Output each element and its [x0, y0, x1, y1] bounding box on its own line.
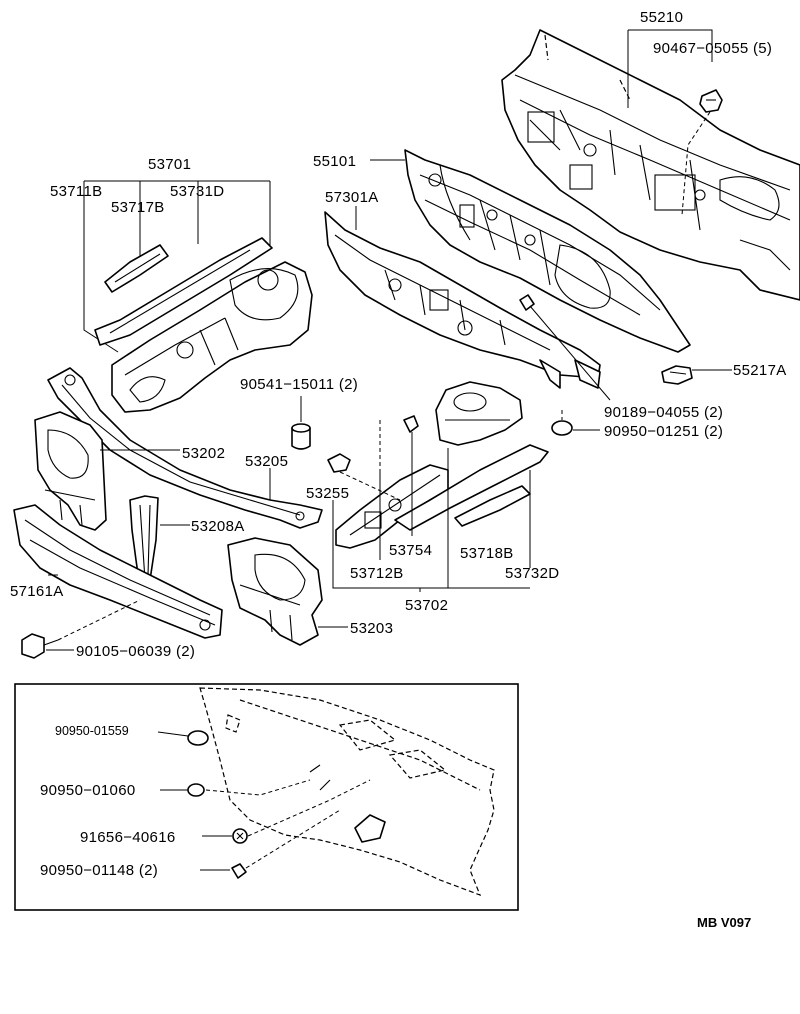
label-53701: 53701 — [148, 156, 191, 173]
label-90189-04055: 90189−04055 (2) — [604, 404, 723, 421]
label-53205: 53205 — [245, 453, 288, 470]
label-53732D: 53732D — [505, 565, 559, 582]
lower-crossmember-57161A[interactable] — [13, 504, 223, 639]
cowl-bracket-57301A[interactable] — [324, 211, 601, 389]
label-90105-06039: 90105−06039 (2) — [76, 643, 195, 660]
label-90950-01251: 90950−01251 (2) — [604, 423, 723, 440]
label-53712B: 53712B — [350, 565, 404, 582]
fender-apron-53711B[interactable] — [111, 261, 313, 413]
label-53718B: 53718B — [460, 545, 514, 562]
apron-bracket-53717B[interactable] — [104, 244, 169, 293]
label-53702: 53702 — [405, 597, 448, 614]
dash-inner-panel-55101[interactable] — [404, 149, 691, 353]
clip-90467[interactable] — [699, 89, 723, 113]
label-90950-01559: 90950-01559 — [55, 724, 129, 738]
label-90541-15011: 90541−15011 (2) — [240, 376, 358, 393]
label-53717B: 53717B — [111, 199, 165, 216]
plug-90541[interactable] — [291, 423, 311, 450]
label-53754: 53754 — [389, 542, 432, 559]
label-53202: 53202 — [182, 445, 225, 462]
label-90950-01060: 90950−01060 — [40, 782, 135, 799]
label-90467-05055: 90467−05055 (5) — [653, 40, 772, 57]
inset-panel — [14, 683, 519, 911]
label-57301A: 57301A — [325, 189, 379, 206]
suspension-tower-53732D[interactable] — [435, 381, 523, 446]
plug-90950-01251[interactable] — [551, 420, 573, 436]
label-91656-40616: 91656−40616 — [80, 829, 175, 846]
label-53711B: 53711B — [50, 183, 102, 200]
label-57161A: 57161A — [10, 583, 64, 600]
headlamp-support-53202[interactable] — [34, 411, 107, 531]
bracket-53255[interactable] — [327, 453, 351, 473]
clip-55217A[interactable] — [661, 365, 693, 385]
label-53203: 53203 — [350, 620, 393, 637]
apron-reinforcement-53754[interactable] — [403, 415, 419, 433]
label-90950-01148: 90950−01148 (2) — [40, 862, 158, 879]
dash-panel-55210[interactable] — [501, 29, 800, 301]
headlamp-support-53203[interactable] — [227, 537, 323, 646]
label-53255: 53255 — [306, 485, 349, 502]
apron-rail-53731D[interactable] — [94, 237, 273, 346]
diagram-code: MB V097 — [697, 915, 751, 930]
label-53731D: 53731D — [170, 183, 224, 200]
label-53208A: 53208A — [191, 518, 245, 535]
label-55217A: 55217A — [733, 362, 787, 379]
label-55101: 55101 — [313, 153, 356, 170]
bolt-90105[interactable] — [21, 633, 59, 659]
label-55210: 55210 — [640, 9, 683, 26]
radiator-support-upper-53205[interactable] — [47, 367, 323, 529]
